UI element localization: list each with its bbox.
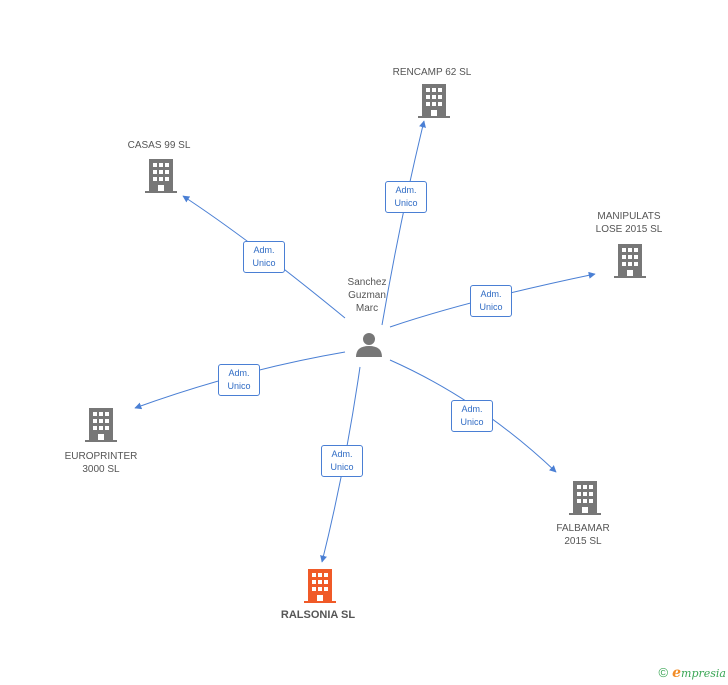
building-icon-ralsonia[interactable]: [304, 569, 336, 603]
building-icon-manipulats[interactable]: [614, 244, 646, 278]
company-name-casas[interactable]: CASAS 99 SL: [127, 140, 191, 151]
person-name[interactable]: Sanchez Guzman Marc: [347, 277, 387, 314]
building-icon-europrinter[interactable]: [85, 408, 117, 442]
company-name-falbamar[interactable]: FALBAMAR 2015 SL: [556, 523, 610, 547]
building-icon-rencamp[interactable]: [418, 84, 450, 118]
company-name-manipulats[interactable]: MANIPULATS LOSE 2015 SL: [595, 211, 663, 235]
building-icon-falbamar[interactable]: [569, 481, 601, 515]
company-name-ralsonia[interactable]: RALSONIA SL: [280, 609, 356, 621]
company-name-rencamp[interactable]: RENCAMP 62 SL: [392, 67, 472, 78]
relation-label-rencamp[interactable]: Adm. Unico: [385, 181, 427, 213]
person-icon[interactable]: [356, 333, 382, 357]
relation-label-manipulats[interactable]: Adm. Unico: [470, 285, 512, 317]
relation-label-falbamar[interactable]: Adm. Unico: [451, 400, 493, 432]
building-icon-casas[interactable]: [145, 159, 177, 193]
edge-rencamp: [381, 120, 426, 326]
brand-logo: empresia: [672, 665, 726, 681]
copyright-icon: ©: [658, 665, 669, 680]
footer-brand: ©empresia: [659, 665, 726, 681]
relation-label-ralsonia[interactable]: Adm. Unico: [321, 445, 363, 477]
relation-label-europrinter[interactable]: Adm. Unico: [218, 364, 260, 396]
relation-label-casas[interactable]: Adm. Unico: [243, 241, 285, 273]
company-name-europrinter[interactable]: EUROPRINTER 3000 SL: [64, 451, 138, 475]
